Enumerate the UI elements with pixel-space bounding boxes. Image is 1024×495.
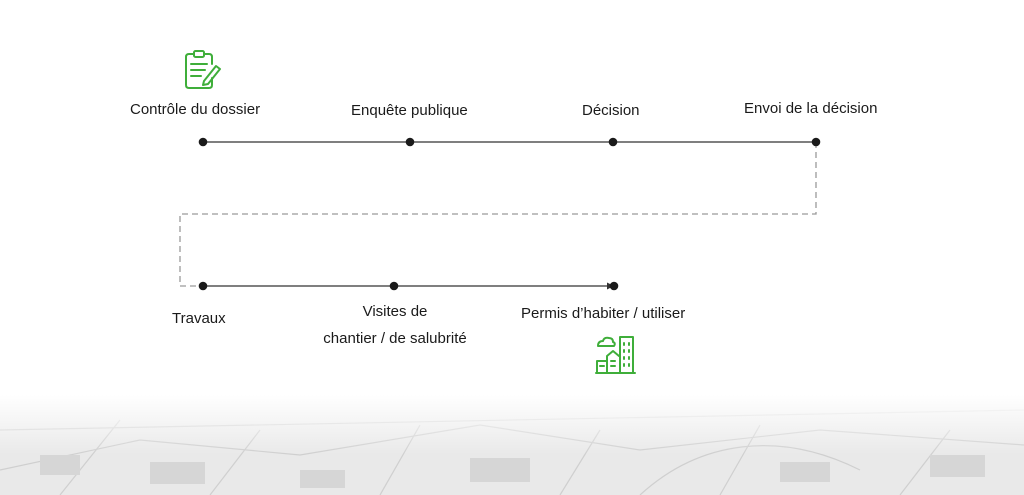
step-label-decision: Décision (582, 102, 640, 119)
step-label-envoi: Envoi de la décision (744, 100, 878, 117)
step-label-travaux: Travaux (172, 310, 226, 327)
node-permis (609, 281, 619, 291)
step-label-enquete: Enquête publique (351, 102, 468, 119)
node-decision (608, 137, 618, 147)
node-controle (198, 137, 208, 147)
node-envoi (811, 137, 821, 147)
step-label-visites-line1: Visites de (362, 303, 428, 320)
node-visites (389, 281, 399, 291)
node-enquete (405, 137, 415, 147)
city-buildings-icon (595, 336, 636, 374)
step-label-permis: Permis d’habiter / utiliser (521, 305, 686, 322)
connector-dashed-line (179, 142, 817, 287)
step-label-visites-line2: chantier / de salubrité (323, 330, 467, 347)
node-travaux (198, 281, 208, 291)
clipboard-pen-icon (185, 50, 221, 89)
step-label-controle: Contrôle du dossier (130, 101, 261, 118)
